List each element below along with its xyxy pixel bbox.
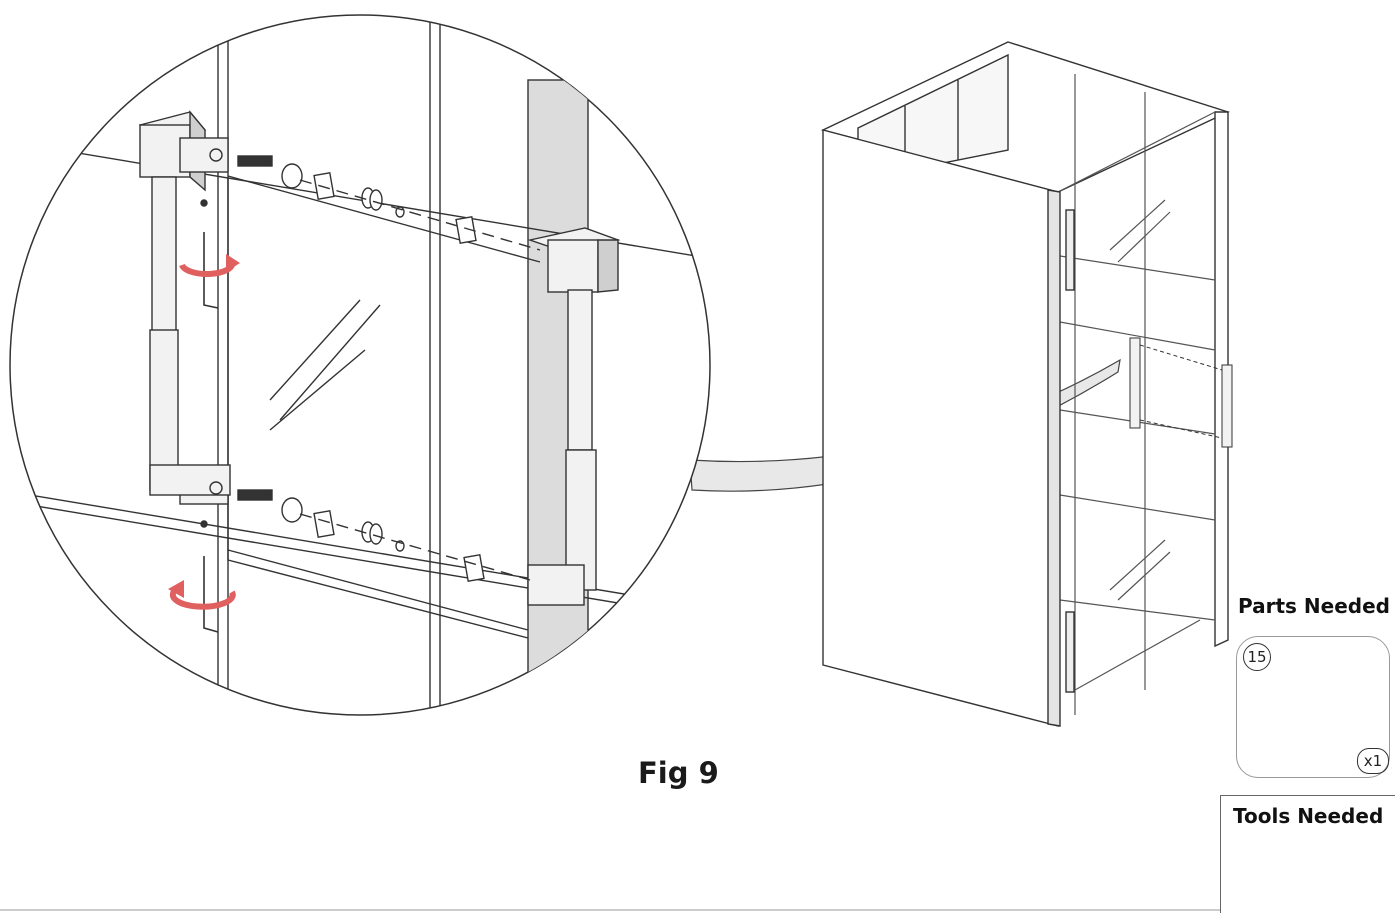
rotate-arrow-icon <box>168 254 240 610</box>
door-handle-icon <box>1129 337 1233 448</box>
part-quantity-badge: x1 <box>1357 748 1389 774</box>
hex-key-icon <box>203 232 219 633</box>
shower-enclosure <box>820 41 1233 727</box>
part-number-badge: 15 <box>1243 643 1271 671</box>
tools-needed-box <box>1220 795 1395 913</box>
detail-magnified-view <box>9 14 711 716</box>
handle-left <box>138 110 231 505</box>
parts-needed-title: Parts Needed <box>1238 594 1390 618</box>
figure-label: Fig 9 <box>638 756 719 790</box>
handle-right <box>527 227 621 606</box>
screw-set-bottom <box>237 489 531 583</box>
tools-needed-title: Tools Needed <box>1233 804 1384 828</box>
screw-set-top <box>237 155 541 251</box>
